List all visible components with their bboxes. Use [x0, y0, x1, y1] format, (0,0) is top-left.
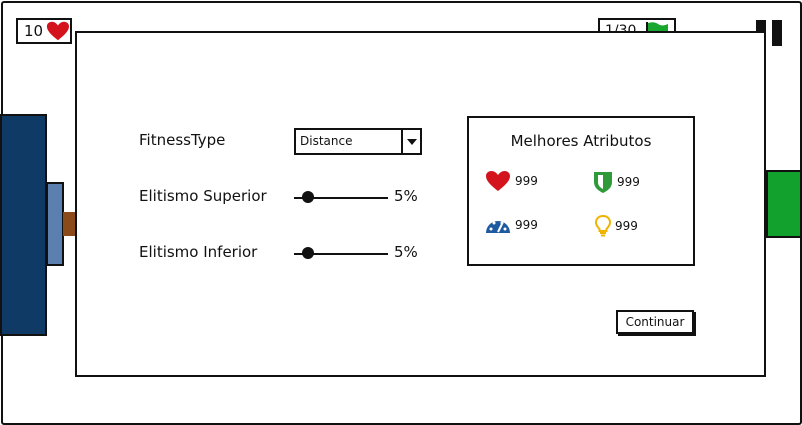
attribute-defense: 999 — [593, 170, 640, 194]
elite-inferior-label: Elitismo Inferior — [139, 243, 258, 261]
evolution-settings-dialog: FitnessType Distance Elitismo Superior 5… — [75, 31, 766, 377]
attribute-intelligence-value: 999 — [615, 219, 638, 233]
heart-icon — [47, 21, 70, 41]
speedometer-icon — [486, 221, 510, 233]
elite-superior-slider-thumb[interactable] — [302, 191, 315, 203]
right-castle — [766, 170, 802, 238]
shield-icon — [594, 172, 612, 193]
attribute-speed-value: 999 — [515, 218, 538, 232]
lightbulb-icon — [595, 215, 611, 237]
left-castle — [0, 114, 47, 336]
heart-icon — [486, 171, 510, 191]
fitness-type-select[interactable]: Distance — [294, 128, 422, 155]
attribute-intelligence: 999 — [595, 215, 638, 237]
attribute-health: 999 — [485, 170, 538, 192]
lives-value: 10 — [24, 22, 44, 40]
lives-counter: 10 — [16, 18, 72, 44]
attribute-defense-value: 999 — [617, 175, 640, 189]
left-castle-bridge — [63, 212, 77, 236]
left-castle-gate — [46, 182, 64, 266]
attribute-speed: 999 — [485, 215, 538, 235]
continue-button[interactable]: Continuar — [616, 310, 694, 334]
fitness-type-value: Distance — [300, 134, 353, 148]
attribute-health-value: 999 — [515, 174, 538, 188]
elite-inferior-slider-thumb[interactable] — [302, 247, 315, 259]
elite-superior-label: Elitismo Superior — [139, 187, 267, 205]
best-attributes-title: Melhores Atributos — [510, 132, 652, 150]
best-attributes-panel: Melhores Atributos 999 999 999 — [467, 116, 695, 266]
pause-icon-bar — [772, 20, 782, 46]
chevron-down-icon[interactable] — [401, 130, 420, 153]
elite-inferior-value: 5% — [394, 243, 418, 261]
elite-superior-slider[interactable] — [294, 197, 388, 199]
fitness-type-label: FitnessType — [139, 131, 226, 149]
elite-superior-value: 5% — [394, 187, 418, 205]
elite-inferior-slider[interactable] — [294, 253, 388, 255]
